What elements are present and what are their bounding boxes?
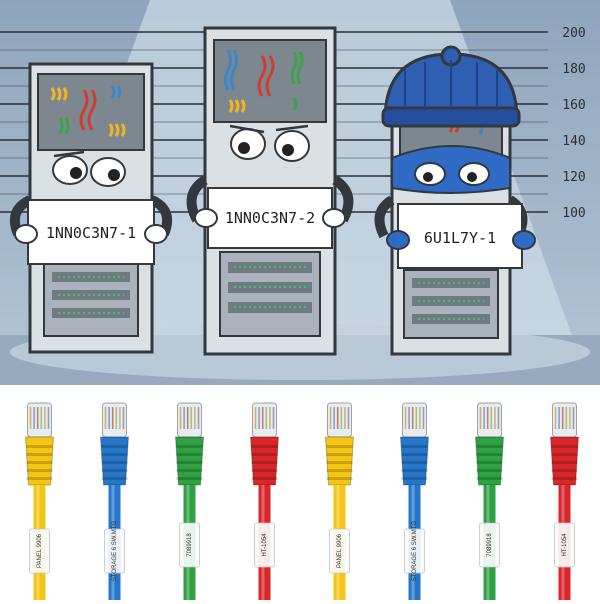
cable-label-text: 7089918 xyxy=(487,533,493,557)
height-label: 140 xyxy=(562,134,585,149)
height-label: 120 xyxy=(562,170,585,185)
cables-photo: PANEL 9906 STORAGE 6 SW.MTG 7089918 HT-1054… xyxy=(0,385,600,600)
cable-boot xyxy=(24,436,55,486)
network-cable: STORAGE 6 SW.MTG xyxy=(399,402,430,600)
network-cable: STORAGE 6 SW.MTG xyxy=(99,402,130,600)
network-cable: HT-1054 xyxy=(549,402,580,600)
cable-label-text: STORAGE 6 SW.MTG xyxy=(412,521,418,582)
cable-boot xyxy=(549,436,580,486)
lineup-illustration: 200 180 160 140 120 100 1NN0C3N7-1 xyxy=(0,0,600,385)
server-2: 1NN0C3N7-2 xyxy=(186,26,354,356)
cable-label xyxy=(404,528,425,574)
cable-label-text: PANEL 9906 xyxy=(37,533,43,568)
server-3-sign-text: 6U1L7Y-1 xyxy=(424,229,496,247)
server-1-sign-text: 1NN0C3N7-1 xyxy=(46,224,136,242)
height-label: 160 xyxy=(562,98,585,113)
server-1: 1NN0C3N7-1 xyxy=(10,62,172,354)
cable-label-text: STORAGE 6 SW.MTG xyxy=(112,521,118,582)
cable-label xyxy=(104,528,125,574)
network-cable: HT-1054 xyxy=(249,402,280,600)
cable-label xyxy=(179,522,200,568)
cable-boot xyxy=(474,436,505,486)
cable-boot xyxy=(99,436,130,486)
cable-label xyxy=(554,522,575,568)
network-cable: 7089918 xyxy=(174,402,205,600)
server-2-sign-text: 1NN0C3N7-2 xyxy=(225,209,315,227)
server-3-sign xyxy=(397,203,523,269)
bandit-mask xyxy=(391,145,511,194)
network-cable: 7089918 xyxy=(474,402,505,600)
height-label: 180 xyxy=(562,62,585,77)
cable-boot xyxy=(324,436,355,486)
height-chart-labels: 200 180 160 140 120 100 xyxy=(562,26,585,221)
cable-boot xyxy=(399,436,430,486)
cable-label-text: HT-1054 xyxy=(262,533,268,557)
cable-label xyxy=(479,522,500,568)
cable-label-text: PANEL 9906 xyxy=(337,533,343,568)
network-cable: PANEL 9906 xyxy=(324,402,355,600)
cable-label xyxy=(329,528,350,574)
height-label: 100 xyxy=(562,206,585,221)
height-label: 200 xyxy=(562,26,585,41)
cable-boot xyxy=(174,436,205,486)
cable-label-text: 7089918 xyxy=(187,533,193,557)
cable-boot xyxy=(249,436,280,486)
network-cable: PANEL 9906 xyxy=(24,402,55,600)
cable-label xyxy=(254,522,275,568)
cable-label-text: HT-1054 xyxy=(562,533,568,557)
server-3: 6U1L7Y-1 xyxy=(374,45,536,356)
cable-label xyxy=(29,528,50,574)
